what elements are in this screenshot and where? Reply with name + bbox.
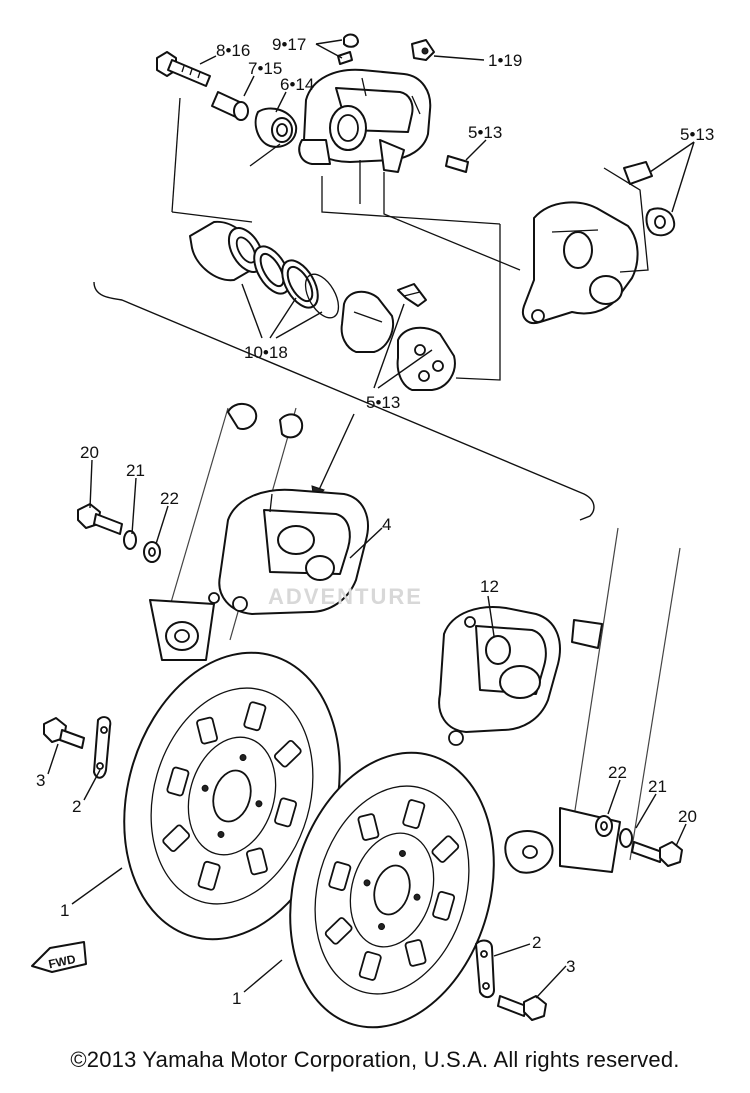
exploded-caliper-group (156, 33, 676, 391)
callout-9-17: 9•17 (272, 35, 306, 54)
callout-22-left: 22 (160, 489, 179, 508)
callout-7-15: 7•15 (248, 59, 282, 78)
callout-21-left: 21 (126, 461, 145, 480)
callout-1-left: 1 (60, 901, 69, 920)
right-caliper-assembled (438, 606, 561, 746)
right-mount-bolt (595, 815, 683, 867)
bleed-screw (337, 33, 359, 65)
callout-2-right: 2 (532, 933, 541, 952)
caliper-bolt (156, 51, 211, 87)
leader-lines (47, 39, 695, 999)
brake-pad-left (340, 290, 394, 353)
fwd-label: FWD (47, 952, 77, 971)
right-brake-disc (289, 751, 495, 1029)
callout-1-bottom: 1 (232, 989, 241, 1008)
callout-2-left: 2 (72, 797, 81, 816)
callout-8-16: 8•16 (216, 41, 250, 60)
caliper-body-exploded (298, 68, 432, 173)
caliper-sleeve (211, 91, 249, 121)
pad-pin-right (623, 161, 676, 237)
piston-seal-kit (253, 245, 340, 319)
callout-5-13-pads: 5•13 (366, 393, 400, 412)
pad-pin-top (445, 155, 469, 173)
bleed-cap (411, 39, 435, 61)
copyright-footer: ©2013 Yamaha Motor Corporation, U.S.A. A… (70, 1047, 680, 1072)
assembly-bracket (93, 281, 595, 521)
left-mount-bolt (77, 503, 161, 563)
callout-20-left: 20 (80, 443, 99, 462)
right-disc-bolt (475, 939, 547, 1021)
callout-3-right: 3 (566, 957, 575, 976)
callout-4: 4 (382, 515, 391, 534)
callout-3-left: 3 (36, 771, 45, 790)
callout-22-right: 22 (608, 763, 627, 782)
assembly-arrow (317, 413, 355, 493)
callout-5-13-right: 5•13 (680, 125, 714, 144)
callout-10-18: 10•18 (244, 343, 288, 362)
callout-1-19: 1•19 (488, 51, 522, 70)
left-brake-disc (123, 651, 341, 941)
callout-12: 12 (480, 577, 499, 596)
pad-shim (397, 283, 427, 307)
left-disc-bolt (43, 716, 112, 779)
forward-arrow-icon: FWD (31, 941, 87, 973)
callout-6-14: 6•14 (280, 75, 314, 94)
callout-labels: 8•16 9•17 7•15 6•14 1•19 5•13 5•13 10•18… (36, 35, 714, 1008)
watermark-text: ADVENTURE (268, 584, 423, 609)
left-fork-leg (149, 403, 304, 661)
callout-20-right: 20 (678, 807, 697, 826)
caliper-half-right (522, 201, 639, 324)
left-caliper-assembled (208, 488, 369, 615)
brake-pad-right (396, 326, 456, 391)
callout-5-13-top: 5•13 (468, 123, 502, 142)
caliper-boot (254, 107, 298, 148)
callout-21-right: 21 (648, 777, 667, 796)
